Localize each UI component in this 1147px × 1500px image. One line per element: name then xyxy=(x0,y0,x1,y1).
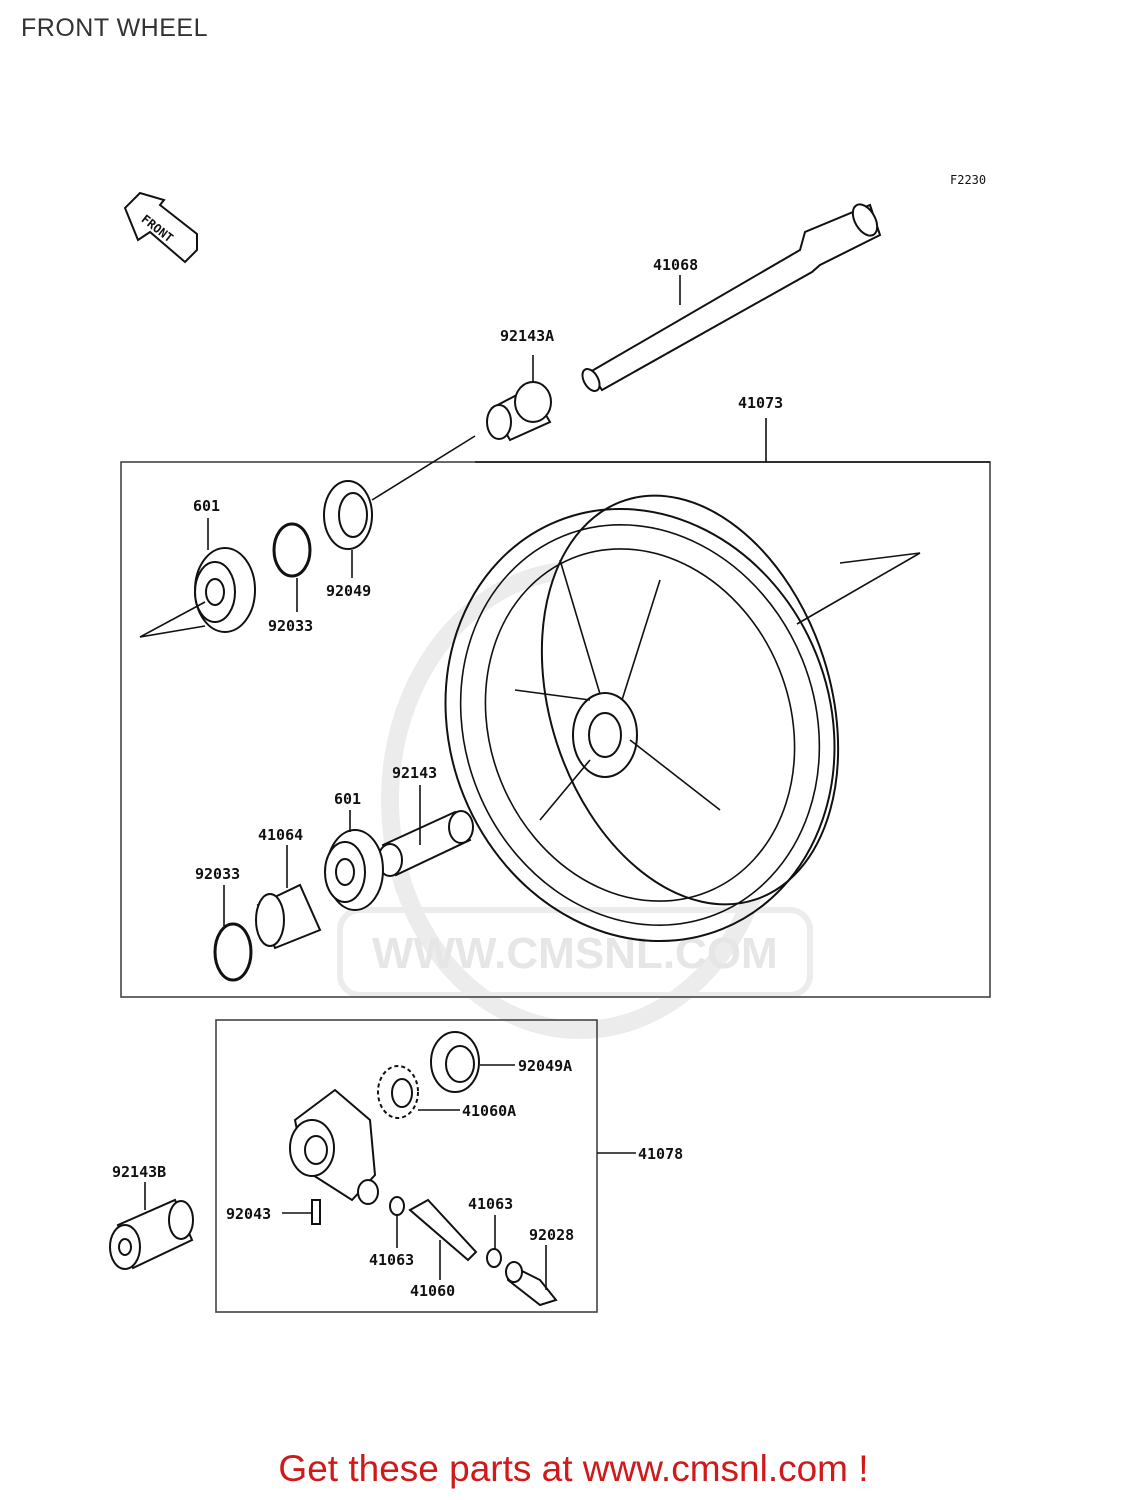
collar-92143B xyxy=(109,1182,194,1270)
bearing-601-top xyxy=(139,518,256,638)
pin-92043 xyxy=(282,1199,321,1225)
label-601-bottom: 601 xyxy=(334,790,361,808)
label-92028: 92028 xyxy=(529,1226,574,1244)
bearing-601-bottom xyxy=(324,810,384,911)
collar-92143A xyxy=(486,355,552,442)
label-41078: 41078 xyxy=(638,1145,683,1163)
washer-41063-left xyxy=(389,1196,405,1248)
label-92049: 92049 xyxy=(326,582,371,600)
label-92049A: 92049A xyxy=(518,1057,572,1075)
gear-housing xyxy=(289,1088,379,1205)
label-92043: 92043 xyxy=(226,1205,271,1223)
washer-41063-right xyxy=(486,1215,502,1268)
label-92143B: 92143B xyxy=(112,1163,166,1181)
label-41063-left: 41063 xyxy=(369,1251,414,1269)
label-92033-top: 92033 xyxy=(268,617,313,635)
seal-92049A xyxy=(430,1031,515,1093)
label-41073: 41073 xyxy=(738,394,783,412)
watermark-text: WWW.CMSNL.COM xyxy=(372,929,778,978)
bushing-92028 xyxy=(505,1245,558,1307)
diagram-code: F2230 xyxy=(950,173,986,187)
label-41064: 41064 xyxy=(258,826,303,844)
collar-92143 xyxy=(377,785,474,877)
parts-diagram: WWW.CMSNL.COM F2230 FRONT xyxy=(109,173,991,1313)
page-title: FRONT WHEEL xyxy=(21,14,208,42)
promo-link[interactable]: Get these parts at www.cmsnl.com ! xyxy=(278,1448,869,1489)
oil-seal-92049 xyxy=(323,435,476,578)
axle-41068 xyxy=(581,203,882,392)
collar-41064 xyxy=(255,845,322,950)
label-41063-right: 41063 xyxy=(468,1195,513,1213)
wheel-41073 xyxy=(444,418,990,943)
label-92033-bottom: 92033 xyxy=(195,865,240,883)
gear-41060A xyxy=(377,1065,460,1119)
label-92143: 92143 xyxy=(392,764,437,782)
circlip-92033-bottom xyxy=(213,885,253,982)
speedometer-gear-box xyxy=(215,1019,598,1313)
label-601-top: 601 xyxy=(193,497,220,515)
label-41060: 41060 xyxy=(410,1282,455,1300)
label-92143A: 92143A xyxy=(500,327,554,345)
label-41068: 41068 xyxy=(653,256,698,274)
pinion-41060 xyxy=(408,1198,478,1280)
front-arrow-icon: FRONT xyxy=(123,191,198,264)
label-41060A: 41060A xyxy=(462,1102,516,1120)
circlip-92033-top xyxy=(272,522,312,612)
